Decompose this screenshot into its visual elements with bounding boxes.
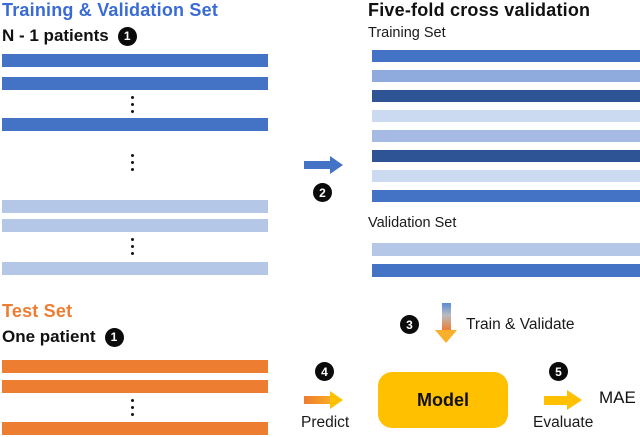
step-3-badge: 3 [400, 315, 419, 334]
step-4-badge: 4 [315, 362, 334, 381]
step-1-badge: 1 [104, 327, 124, 347]
patient-bar [2, 54, 268, 67]
one-patient-label: One patient [2, 327, 96, 346]
patient-bar [2, 77, 268, 90]
training-set-label: Training Set [368, 25, 446, 41]
fold-bar [372, 150, 640, 162]
test-set-title: Test Set [2, 301, 73, 321]
patient-bar [2, 118, 268, 131]
validation-set-label: Validation Set [368, 215, 457, 231]
fold-bar [372, 170, 640, 182]
fold-bar [372, 110, 640, 122]
step-1-badge: 1 [117, 26, 137, 46]
predict-label: Predict [301, 414, 350, 431]
evaluate-label: Evaluate [533, 414, 594, 431]
one-patient-row: One patient 1 [2, 327, 124, 347]
ellipsis-dots-icon [131, 399, 134, 416]
n-minus-1-patients-row: N - 1 patients 1 [2, 26, 137, 46]
fold-bar [372, 70, 640, 82]
step-5-badge: 5 [549, 362, 568, 381]
model-box: Model [378, 372, 508, 428]
test-bar [2, 380, 268, 393]
ellipsis-dots-icon [131, 96, 134, 113]
train-validate-label: Train & Validate [466, 316, 575, 333]
patient-bar-light [2, 219, 268, 232]
predict-arrow-icon [304, 391, 343, 409]
validation-bar [372, 243, 640, 256]
patient-bar-light [2, 262, 268, 275]
fold-bar [372, 50, 640, 62]
patient-bar-light [2, 200, 268, 213]
step-2-badge: 2 [313, 183, 332, 202]
fold-bar [372, 130, 640, 142]
arrow-down-icon [435, 303, 457, 343]
test-bar [2, 422, 268, 435]
fold-bar [372, 190, 640, 202]
n-minus-1-patients-label: N - 1 patients [2, 26, 109, 45]
training-validation-title: Training & Validation Set [2, 0, 219, 20]
evaluate-arrow-icon [544, 390, 582, 410]
ellipsis-dots-icon [131, 238, 134, 255]
model-label: Model [417, 389, 469, 410]
fold-bar [372, 90, 640, 102]
validation-bar [372, 264, 640, 277]
arrow-right-icon [304, 156, 343, 174]
test-bar [2, 360, 268, 373]
five-fold-title: Five-fold cross validation [368, 0, 591, 20]
mae-result-label: MAE [599, 388, 636, 407]
ellipsis-dots-icon [131, 154, 134, 171]
